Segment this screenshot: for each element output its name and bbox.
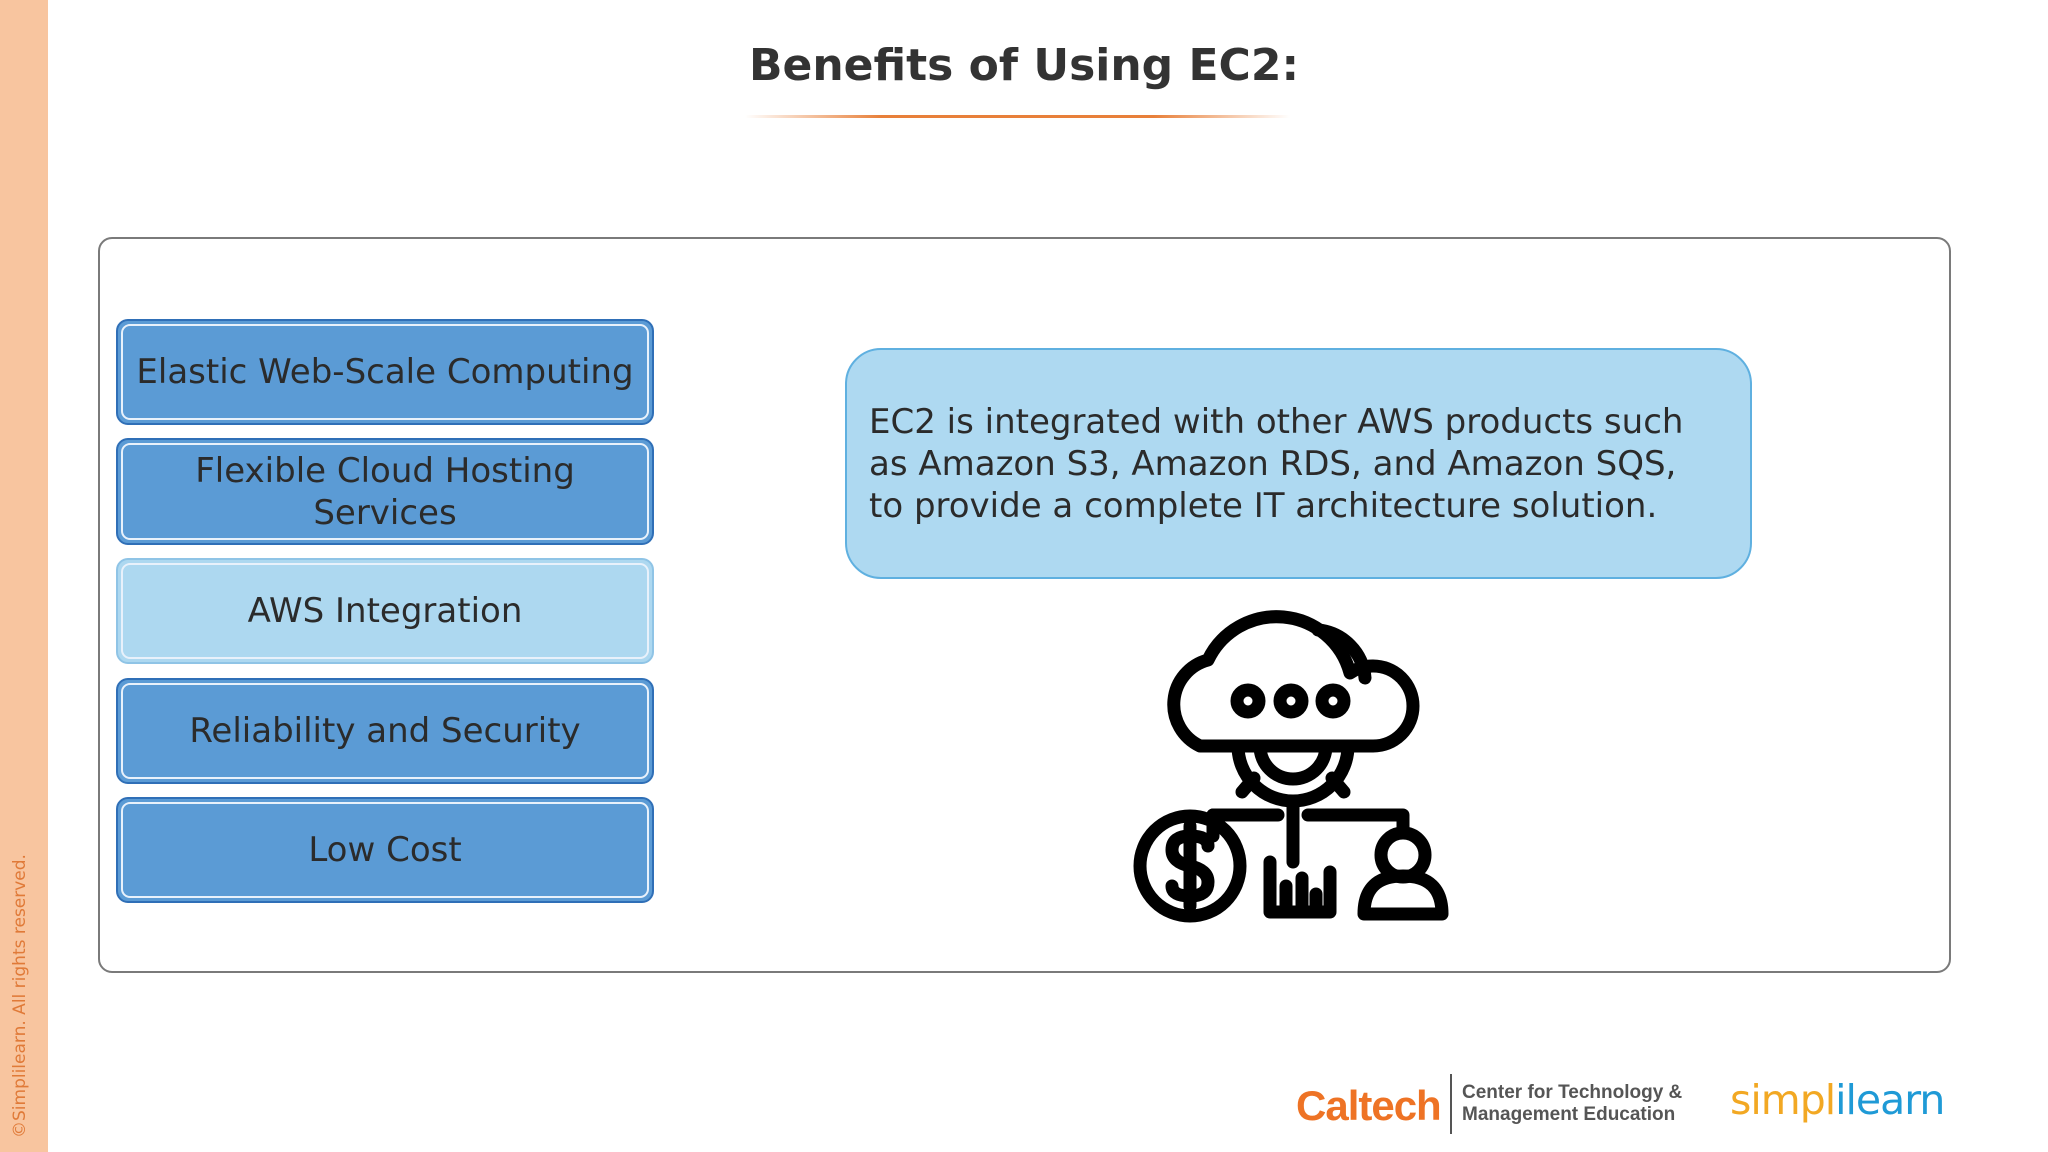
- slide-title: Benefits of Using EC2:: [748, 40, 1300, 91]
- caltech-logo: Caltech: [1296, 1082, 1442, 1129]
- benefit-tab-elastic-computing[interactable]: Elastic Web-Scale Computing: [116, 319, 654, 425]
- simplilearn-logo-part: simpl: [1730, 1076, 1836, 1124]
- benefit-tab-label: Low Cost: [121, 802, 649, 898]
- simplilearn-logo-part: learn: [1845, 1076, 1946, 1124]
- benefit-tab-low-cost[interactable]: Low Cost: [116, 797, 654, 903]
- caltech-subtitle-line2: Management Education: [1462, 1104, 1676, 1125]
- benefit-tab-flexible-hosting[interactable]: Flexible Cloud Hosting Services: [116, 438, 654, 545]
- benefit-tab-label: Elastic Web-Scale Computing: [121, 324, 649, 420]
- description-box: EC2 is integrated with other AWS product…: [845, 348, 1752, 579]
- simplilearn-logo-part: i: [1835, 1076, 1846, 1124]
- benefit-tab-label: AWS Integration: [121, 563, 649, 659]
- cloud-gear-dollar-user-icon: [1128, 600, 1458, 925]
- logo-divider: [1450, 1074, 1452, 1134]
- benefit-tab-reliability-security[interactable]: Reliability and Security: [116, 678, 654, 784]
- caltech-subtitle-line1: Center for Technology &: [1462, 1082, 1683, 1103]
- benefit-tab-label: Flexible Cloud Hosting Services: [121, 443, 649, 540]
- left-accent-strip: [0, 0, 48, 1152]
- caltech-subtitle: Center for Technology & Management Educa…: [1462, 1082, 1702, 1126]
- simplilearn-logo: simplilearn: [1730, 1076, 1946, 1124]
- description-text: EC2 is integrated with other AWS product…: [869, 401, 1684, 526]
- footer-logos: Caltech Center for Technology & Manageme…: [1296, 1070, 1945, 1140]
- benefit-tab-label: Reliability and Security: [121, 683, 649, 779]
- copyright-notice: ©Simplilearn. All rights reserved.: [10, 854, 30, 1138]
- benefit-tab-aws-integration[interactable]: AWS Integration: [116, 558, 654, 664]
- title-underline: [745, 115, 1290, 118]
